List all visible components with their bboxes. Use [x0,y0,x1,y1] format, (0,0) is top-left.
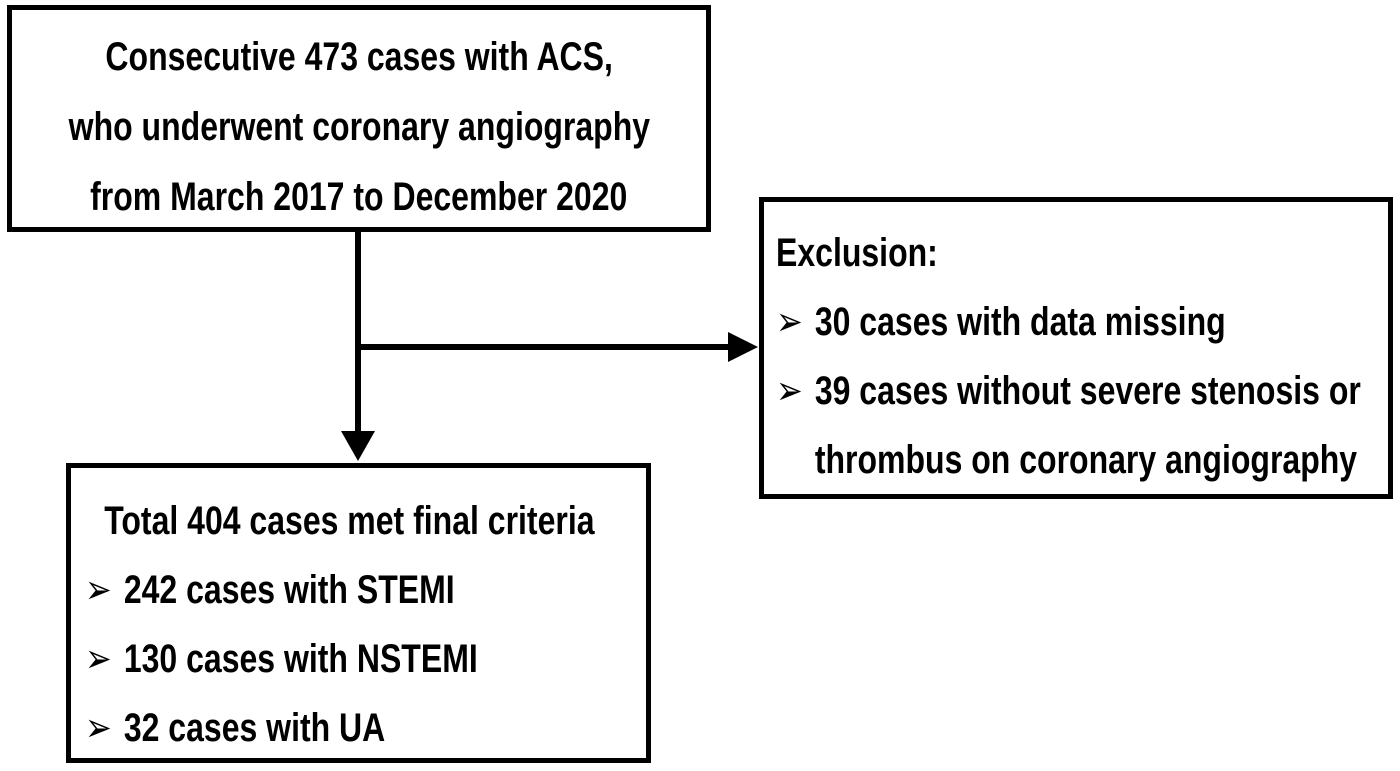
down-arrow-line [355,229,361,433]
exclusion-bullet-1-text: 30 cases with data missing [814,299,1226,344]
down-arrow-head-icon [341,431,375,461]
final-bullet-stemi: ➢242 cases with STEMI [85,570,455,610]
exclusion-bullet-1: ➢30 cases with data missing [776,302,1226,342]
final-criteria-title: Total 404 cases met final criteria [104,498,595,543]
enrollment-line-2: who underwent coronary angiography [68,105,650,149]
exclusion-title-row: Exclusion: [776,218,1378,287]
enrollment-line-row: who underwent coronary angiography [12,92,706,162]
final-bullet-row: ➢130 cases with NSTEMI [85,624,636,693]
final-bullet-row: ➢32 cases with UA [85,693,636,762]
final-criteria-box: Total 404 cases met final criteria ➢242 … [66,463,651,763]
exclusion-bullet-2-continuation-text: thrombus on coronary angiography [814,437,1358,482]
enrollment-line-row: from March 2017 to December 2020 [12,162,706,232]
exclusion-bullet-2-text: 39 cases without severe stenosis or [814,368,1361,413]
final-bullet-nstemi: ➢130 cases with NSTEMI [85,639,478,679]
exclusion-bullet-2-continuation: ➢thrombus on coronary angiography [776,440,1357,480]
enrollment-box: Consecutive 473 cases with ACS, who unde… [7,5,711,232]
right-arrow-line [357,344,730,350]
final-bullet-ua-text: 32 cases with UA [123,705,386,750]
bullet-arrow-icon: ➢ [776,368,803,413]
bullet-arrow-icon: ➢ [85,636,112,681]
enrollment-line-3: from March 2017 to December 2020 [90,175,628,219]
exclusion-box: Exclusion: ➢30 cases with data missing ➢… [759,197,1393,499]
right-arrow-head-icon [728,332,758,362]
final-bullet-row: ➢242 cases with STEMI [85,555,636,624]
final-bullet-ua: ➢32 cases with UA [85,708,385,748]
exclusion-bullet-row: ➢39 cases without severe stenosis or [776,356,1378,425]
exclusion-bullet-continuation-row: ➢thrombus on coronary angiography [776,425,1378,494]
final-title-row: Total 404 cases met final criteria [85,486,636,555]
enrollment-line-row: Consecutive 473 cases with ACS, [12,22,706,92]
bullet-arrow-icon: ➢ [776,299,803,344]
exclusion-bullet-row: ➢30 cases with data missing [776,287,1378,356]
exclusion-title: Exclusion: [776,230,938,275]
bullet-arrow-icon: ➢ [85,567,112,612]
exclusion-bullet-2: ➢39 cases without severe stenosis or [776,371,1361,411]
enrollment-line-1: Consecutive 473 cases with ACS, [105,35,613,79]
final-bullet-stemi-text: 242 cases with STEMI [123,567,455,612]
final-bullet-nstemi-text: 130 cases with NSTEMI [123,636,478,681]
bullet-arrow-icon: ➢ [85,705,112,750]
